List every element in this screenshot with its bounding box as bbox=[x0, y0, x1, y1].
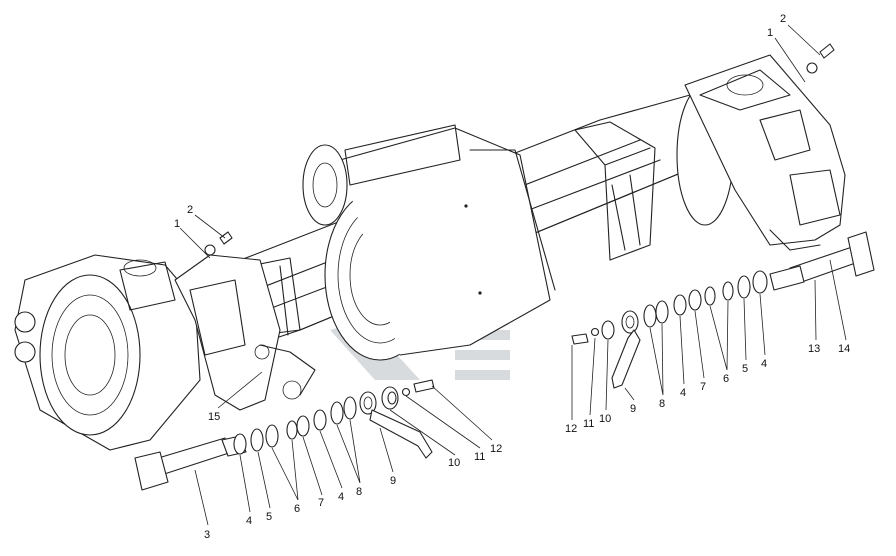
callout-11-right: 11 bbox=[583, 418, 594, 430]
left-ring-stack bbox=[233, 379, 435, 459]
right-axle-shaft bbox=[769, 231, 875, 291]
callout-9-right: 9 bbox=[630, 403, 636, 415]
callout-1-right: 1 bbox=[767, 27, 773, 39]
callout-7-right: 7 bbox=[700, 381, 706, 393]
right-ring-stack bbox=[571, 270, 768, 389]
callout-8-right: 8 bbox=[659, 398, 665, 410]
callout-labels: 2 1 2 1 3 4 5 6 7 4 8 9 10 11 12 15 12 1… bbox=[174, 13, 850, 541]
callout-5-right: 5 bbox=[742, 363, 748, 375]
callout-7-left: 7 bbox=[318, 497, 324, 509]
callout-12-left: 12 bbox=[490, 443, 502, 455]
callout-3: 3 bbox=[204, 529, 210, 541]
left-axle-shaft bbox=[134, 435, 247, 491]
callout-4-left: 4 bbox=[246, 515, 252, 527]
callout-2-right: 2 bbox=[780, 13, 786, 25]
callout-10-right: 10 bbox=[599, 413, 611, 425]
callout-4-right: 4 bbox=[680, 387, 686, 399]
callout-5-left: 5 bbox=[266, 511, 272, 523]
callout-13: 13 bbox=[808, 343, 820, 355]
callout-10-left: 10 bbox=[448, 457, 460, 469]
callout-8-left: 8 bbox=[356, 486, 362, 498]
callout-6-right: 6 bbox=[723, 373, 729, 385]
right-wheel-hub bbox=[676, 54, 846, 251]
breather-left bbox=[204, 231, 233, 256]
callout-9-left: 9 bbox=[390, 475, 396, 487]
callout-14: 14 bbox=[838, 343, 850, 355]
leader-lines bbox=[179, 24, 847, 526]
callout-4-left-2: 4 bbox=[338, 491, 344, 503]
callout-1-left: 1 bbox=[174, 218, 180, 230]
differential-housing bbox=[302, 124, 556, 361]
breather-right bbox=[806, 43, 835, 74]
callout-15: 15 bbox=[208, 411, 220, 423]
callout-11-left: 11 bbox=[474, 451, 485, 463]
callout-12-right: 12 bbox=[565, 423, 577, 435]
callout-2-left: 2 bbox=[187, 204, 193, 216]
left-wheel-hub bbox=[14, 254, 316, 451]
callout-6-left: 6 bbox=[294, 503, 300, 515]
callout-4-right-2: 4 bbox=[761, 358, 767, 370]
